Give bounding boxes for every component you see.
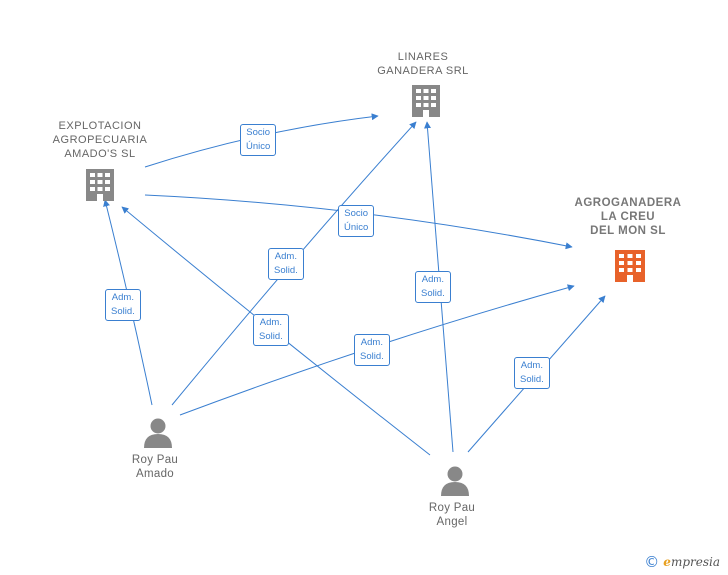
node-label-agroganadera[interactable]: AGROGANADERA LA CREU DEL MON SL	[574, 197, 682, 237]
node-label-explotacion[interactable]: EXPLOTACION AGROPECUARIA AMADO'S SL	[52, 120, 148, 160]
edge-label-adm-solid: Adm. Solid.	[354, 334, 390, 366]
person-icon[interactable]	[144, 418, 172, 449]
building-icon[interactable]	[412, 85, 440, 117]
edge-label-socio-unico: Socio Único	[240, 124, 277, 156]
edge-label-adm-solid: Adm. Solid.	[253, 314, 289, 346]
node-label-linares[interactable]: LINARES GANADERA SRL	[377, 51, 469, 77]
footer-brand: © empresia	[644, 553, 720, 571]
building-icon[interactable]	[86, 169, 114, 201]
edge-label-adm-solid: Adm. Solid.	[514, 357, 550, 389]
edge-label-adm-solid: Adm. Solid.	[415, 271, 451, 303]
brand-logo: empresia	[663, 555, 720, 569]
node-label-roy-amado[interactable]: Roy Pau Amado	[131, 454, 179, 480]
copyright-icon: ©	[644, 553, 660, 571]
edge-label-socio-unico: Socio Único	[338, 205, 375, 237]
edge-label-adm-solid: Adm. Solid.	[105, 289, 141, 321]
person-icon[interactable]	[441, 466, 469, 497]
edge-label-adm-solid: Adm. Solid.	[268, 248, 304, 280]
building-icon[interactable]	[615, 250, 645, 282]
node-label-roy-angel[interactable]: Roy Pau Angel	[428, 502, 476, 528]
